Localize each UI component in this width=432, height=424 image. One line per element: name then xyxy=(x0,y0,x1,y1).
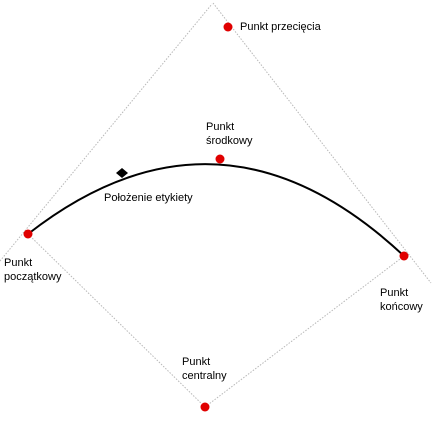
intersection-point xyxy=(223,22,233,32)
radius-end-line xyxy=(204,255,405,408)
intersection-label-text: Punkt przecięcia xyxy=(240,21,321,33)
center-point xyxy=(200,402,210,412)
midpoint-point xyxy=(215,154,225,164)
midpoint-label: Punkt środkowy xyxy=(206,120,252,148)
label-position-marker xyxy=(116,168,128,178)
start-point xyxy=(23,229,33,239)
center-label-line2: centralny xyxy=(182,370,227,382)
tangent-end-line xyxy=(212,2,432,284)
center-label-line1: Punkt xyxy=(182,356,211,368)
midpoint-label-line1: Punkt xyxy=(206,121,235,133)
start-label: Punkt początkowy xyxy=(4,256,61,284)
end-label-line1: Punkt xyxy=(380,287,409,299)
end-label: Punkt końcowy xyxy=(380,286,423,314)
tangent-start-line xyxy=(0,3,213,262)
intersection-label: Punkt przecięcia xyxy=(240,20,321,34)
start-label-line2: początkowy xyxy=(4,271,62,283)
end-label-line2: końcowy xyxy=(380,301,423,313)
arc-curve xyxy=(27,163,405,257)
radius-start-line xyxy=(27,233,206,408)
end-point xyxy=(399,251,409,261)
label-position-label-text: Położenie etykiety xyxy=(104,192,193,204)
midpoint-label-line2: środkowy xyxy=(206,135,253,147)
start-label-line1: Punkt xyxy=(4,257,33,269)
label-position-label: Położenie etykiety xyxy=(104,191,193,205)
center-label: Punkt centralny xyxy=(182,355,227,383)
